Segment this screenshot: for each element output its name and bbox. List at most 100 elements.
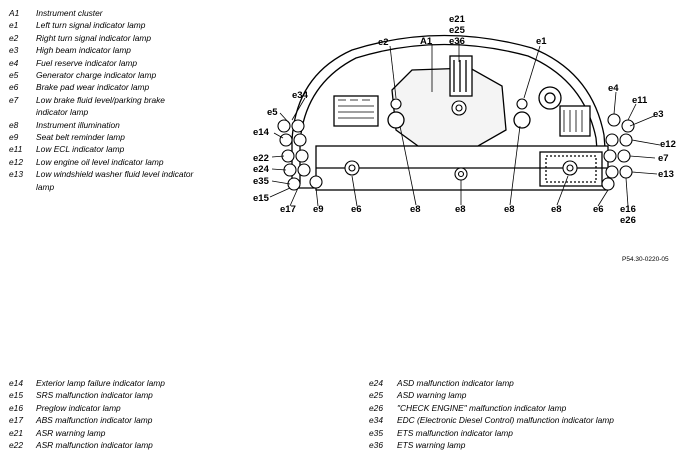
legend-code: e16 — [9, 402, 23, 413]
legend-code: e2 — [9, 32, 19, 43]
legend-description: Generator charge indicator lamp — [36, 70, 157, 81]
legend-description: Instrument cluster — [36, 8, 103, 18]
legend-row: e21 ASR warning lamp — [9, 427, 165, 439]
legend-description: Right turn signal indicator lamp — [36, 32, 151, 43]
callout-e36: e36 — [449, 36, 465, 47]
legend-description: Low engine oil level indicator lamp — [36, 156, 164, 167]
legend-description: ASD warning lamp — [397, 390, 467, 401]
legend-code: A1 — [9, 8, 20, 18]
legend-description: ASR warning lamp — [36, 427, 106, 438]
legend-row: e36 ETS warning lamp — [369, 439, 614, 451]
legend-row: e2 Right turn signal indicator lamp — [9, 32, 196, 44]
callout-e4: e4 — [608, 83, 619, 94]
callout-e7: e7 — [658, 153, 669, 164]
legend-code: e36 — [369, 440, 383, 451]
leader-lines — [269, 40, 661, 207]
legend-code: e17 — [9, 415, 23, 426]
legend-code: e25 — [369, 390, 383, 401]
cluster-housing — [291, 34, 609, 191]
callout-e5: e5 — [267, 107, 278, 118]
callout-e11: e11 — [632, 95, 648, 106]
legend-code: e7 — [9, 94, 19, 105]
legend-row: e3 High beam indicator lamp — [9, 44, 196, 56]
legend-row: e6 Brake pad wear indicator lamp — [9, 81, 196, 93]
callout-e13: e13 — [658, 169, 674, 180]
legend-row: e26 "CHECK ENGINE" malfunction indicator … — [369, 402, 614, 414]
legend-code: e6 — [9, 82, 19, 93]
callout-e26: e26 — [620, 215, 636, 226]
legend-bottom-right: e24 ASD malfunction indicator lamp e25 ASD … — [369, 377, 614, 451]
callout-labels: e21 e25 e36 e2 A1 e1 e34 e5 e14 e22 e24 … — [253, 14, 676, 226]
legend-top: A1 Instrument cluster e1 Left turn signal i… — [9, 7, 196, 193]
legend-code: e3 — [9, 45, 19, 56]
callout-e35: e35 — [253, 176, 270, 187]
callout-e6-left: e6 — [351, 204, 362, 215]
legend-description: Left turn signal indicator lamp — [36, 20, 146, 31]
callout-e15: e15 — [253, 193, 270, 204]
legend-code: e24 — [369, 378, 383, 388]
legend-row: e24 ASD malfunction indicator lamp — [369, 377, 614, 389]
callout-e34: e34 — [292, 90, 309, 101]
legend-code: e8 — [9, 119, 19, 130]
legend-description: ABS malfunction indicator lamp — [36, 415, 153, 426]
legend-description: High beam indicator lamp — [36, 45, 131, 56]
callout-e2: e2 — [378, 37, 389, 48]
legend-description: Exterior lamp failure indicator lamp — [36, 378, 165, 388]
callout-e24: e24 — [253, 164, 270, 175]
callout-e1: e1 — [536, 36, 547, 47]
legend-row: e1 Left turn signal indicator lamp — [9, 19, 196, 31]
reference-code: P54.30-0220-05 — [622, 256, 669, 263]
legend-code: e21 — [9, 427, 23, 438]
callout-e14: e14 — [253, 127, 270, 138]
legend-code: e14 — [9, 378, 23, 388]
legend-code: e34 — [369, 415, 383, 426]
callout-e17: e17 — [280, 204, 296, 215]
legend-description: Seat belt reminder lamp — [36, 132, 125, 143]
callout-e6-right: e6 — [593, 204, 604, 215]
callout-e3: e3 — [653, 109, 664, 120]
legend-row: e16 Preglow indicator lamp — [9, 402, 165, 414]
legend-code: e12 — [9, 156, 23, 167]
legend-description: Fuel reserve indicator lamp — [36, 57, 138, 68]
legend-code: e1 — [9, 20, 19, 31]
legend-row: e17 ABS malfunction indicator lamp — [9, 414, 165, 426]
legend-row: e25 ASD warning lamp — [369, 389, 614, 401]
legend-description: ASD malfunction indicator lamp — [397, 378, 514, 388]
legend-code: e9 — [9, 132, 19, 143]
legend-code: e15 — [9, 390, 23, 401]
legend-code: e5 — [9, 70, 19, 81]
legend-code: e26 — [369, 402, 383, 413]
legend-description: Low windshield washer fluid level indica… — [36, 169, 194, 192]
legend-row: A1 Instrument cluster — [9, 7, 196, 19]
legend-description: ETS warning lamp — [397, 440, 466, 451]
legend-row: e8 Instrument illumination — [9, 119, 196, 131]
legend-description: ETS malfunction indicator lamp — [397, 427, 513, 438]
legend-description: EDC (Electronic Diesel Control) malfunct… — [397, 415, 614, 426]
callout-e8-right: e8 — [504, 204, 515, 215]
callout-e21: e21 — [449, 14, 466, 25]
callout-e12: e12 — [660, 139, 676, 150]
callout-a1: A1 — [420, 36, 433, 47]
legend-description: Instrument illumination — [36, 119, 120, 130]
lamp-sockets — [277, 98, 635, 191]
legend-description: Brake pad wear indicator lamp — [36, 82, 150, 93]
callout-e16: e16 — [620, 204, 636, 215]
callout-e9: e9 — [313, 204, 324, 215]
callout-e8-lower: e8 — [551, 204, 562, 215]
callout-e22: e22 — [253, 153, 269, 164]
legend-description: "CHECK ENGINE" malfunction indicator lam… — [397, 402, 567, 413]
callout-e25: e25 — [449, 25, 466, 36]
legend-code: e11 — [9, 144, 23, 155]
legend-description: Preglow indicator lamp — [36, 402, 121, 413]
legend-row: e14 Exterior lamp failure indicator lamp — [9, 377, 165, 389]
legend-description: ASR malfunction indicator lamp — [36, 440, 153, 451]
legend-row: e5 Generator charge indicator lamp — [9, 69, 196, 81]
callout-e8-left: e8 — [410, 204, 421, 215]
